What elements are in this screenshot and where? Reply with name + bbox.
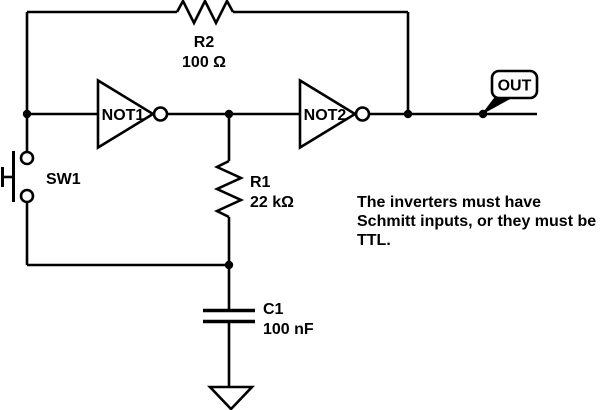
resistor-r2-ref: R2: [194, 34, 215, 51]
wires: [25, 10, 537, 387]
resistor-r1-ref: R1: [250, 174, 271, 191]
resistor-r2-zigzag: [175, 0, 235, 26]
annotation-note: The inverters must have Schmitt inputs, …: [357, 194, 596, 249]
resistor-r2: R2 100 Ω: [175, 0, 235, 71]
resistor-r1-value: 22 kΩ: [250, 194, 294, 211]
resistor-r1: R1 22 kΩ: [213, 159, 294, 219]
junction-dot: [22, 109, 32, 119]
junction-dot: [224, 260, 234, 270]
net-flag-box: [490, 69, 539, 100]
junction-dots: [22, 109, 488, 270]
inverter-not1-bubble-icon: [152, 106, 169, 122]
net-flag-label: OUT: [498, 78, 532, 95]
switch-sw1-terminal-top: [19, 150, 35, 166]
switch-sw1: SW1: [1, 150, 81, 204]
capacitor-c1-value: 100 nF: [263, 321, 314, 338]
switch-sw1-label: SW1: [46, 171, 81, 188]
net-flag-pointer-icon: [481, 98, 512, 115]
net-flag-out: OUT: [481, 69, 539, 115]
ground-icon: [206, 385, 256, 410]
inverter-not2: NOT2: [298, 78, 371, 150]
inverter-not1-label: NOT1: [102, 107, 145, 124]
capacitor-c1-ref: C1: [263, 301, 284, 318]
resistor-r1-zigzag: [213, 159, 245, 219]
inverter-not2-label: NOT2: [304, 107, 347, 124]
capacitor-c1: C1 100 nF: [203, 301, 314, 338]
inverter-not2-triangle: [298, 78, 358, 150]
annotation-line: The inverters must have: [357, 194, 541, 211]
resistor-r2-value: 100 Ω: [182, 54, 226, 71]
junction-dot: [224, 109, 234, 119]
inverter-not1-triangle: [96, 78, 156, 150]
switch-sw1-terminal-bottom: [19, 188, 35, 204]
junction-dot: [403, 109, 413, 119]
annotation-line: TTL.: [357, 232, 391, 249]
inverter-not1: NOT1: [96, 78, 169, 150]
inverter-not2-bubble-icon: [354, 106, 371, 122]
annotation-line: Schmitt inputs, or they must be: [357, 213, 596, 230]
